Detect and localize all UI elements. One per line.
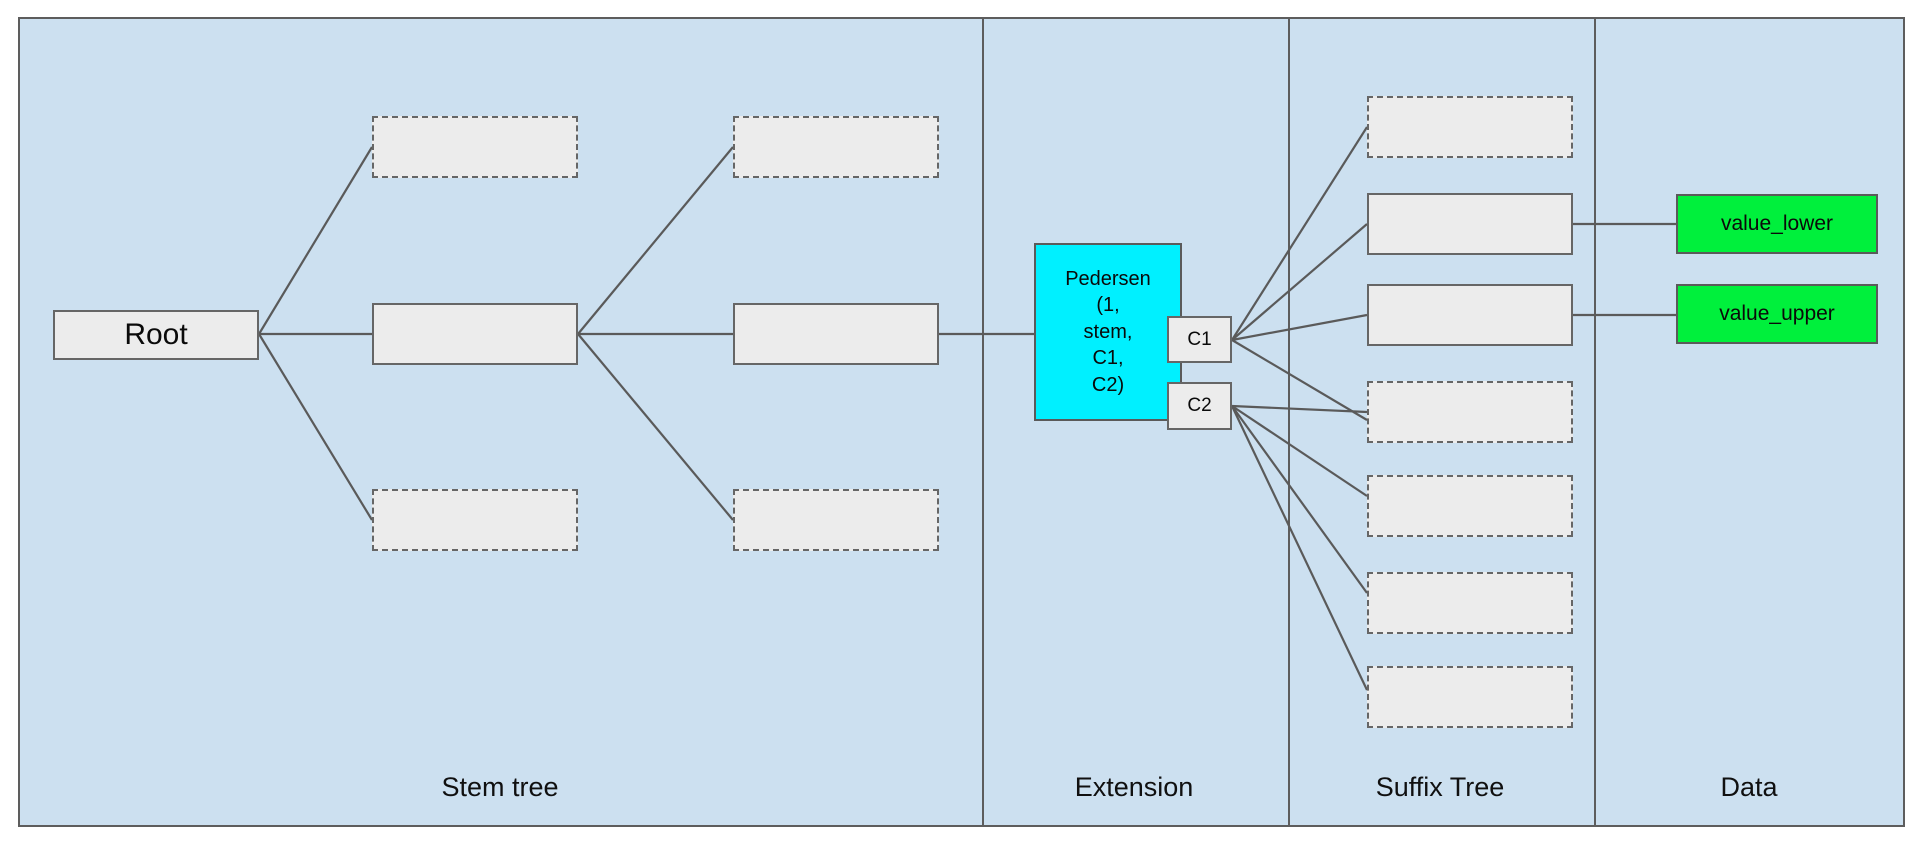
node-suffix-6[interactable] <box>1367 666 1573 728</box>
pedersen-line-2: stem, <box>1083 320 1133 343</box>
node-stem-l1-1[interactable] <box>372 303 578 365</box>
diagram-frame <box>18 17 1905 827</box>
pedersen-line-4: C2) <box>1091 373 1125 396</box>
node-suffix-4[interactable] <box>1367 475 1573 537</box>
node-stem-l1-0[interactable] <box>372 116 578 178</box>
node-stem-l2-1[interactable] <box>733 303 939 365</box>
node-data-value-lower[interactable]: value_lower <box>1676 194 1878 254</box>
node-data-value-upper[interactable]: value_upper <box>1676 284 1878 344</box>
node-suffix-3[interactable] <box>1367 381 1573 443</box>
node-commitment-c2-label: C2 <box>1187 395 1212 416</box>
panel-label-stem-tree: Stem tree <box>441 772 559 802</box>
panel-label-data: Data <box>1720 772 1778 802</box>
node-commitment-c1[interactable]: C1 <box>1167 316 1232 363</box>
panel-divider-suffix-data <box>1594 19 1596 825</box>
node-stem-l2-0[interactable] <box>733 116 939 178</box>
node-root[interactable]: Root <box>53 310 259 360</box>
node-suffix-2[interactable] <box>1367 284 1573 346</box>
panel-label-extension: Extension <box>1074 772 1194 802</box>
pedersen-line-3: C1, <box>1092 347 1124 370</box>
node-commitment-c1-label: C1 <box>1187 328 1212 350</box>
node-suffix-1[interactable] <box>1367 193 1573 255</box>
panel-label-suffix-tree: Suffix Tree <box>1375 772 1505 802</box>
pedersen-line-0: Pedersen <box>1065 268 1151 291</box>
pedersen-line-1: (1, <box>1096 294 1120 317</box>
node-stem-l1-2[interactable] <box>372 489 578 551</box>
node-data-value-upper-label: value_upper <box>1719 302 1835 325</box>
panel-divider-stem-extension <box>982 19 984 825</box>
node-suffix-5[interactable] <box>1367 572 1573 634</box>
node-pedersen-commitment[interactable]: Pedersen (1, stem, C1, C2) <box>1034 243 1182 421</box>
node-stem-l2-2[interactable] <box>733 489 939 551</box>
node-commitment-c2[interactable]: C2 <box>1167 382 1232 430</box>
panel-divider-extension-suffix <box>1288 19 1290 825</box>
node-suffix-0[interactable] <box>1367 96 1573 158</box>
node-root-label: Root <box>124 318 188 351</box>
node-data-value-lower-label: value_lower <box>1720 212 1834 235</box>
